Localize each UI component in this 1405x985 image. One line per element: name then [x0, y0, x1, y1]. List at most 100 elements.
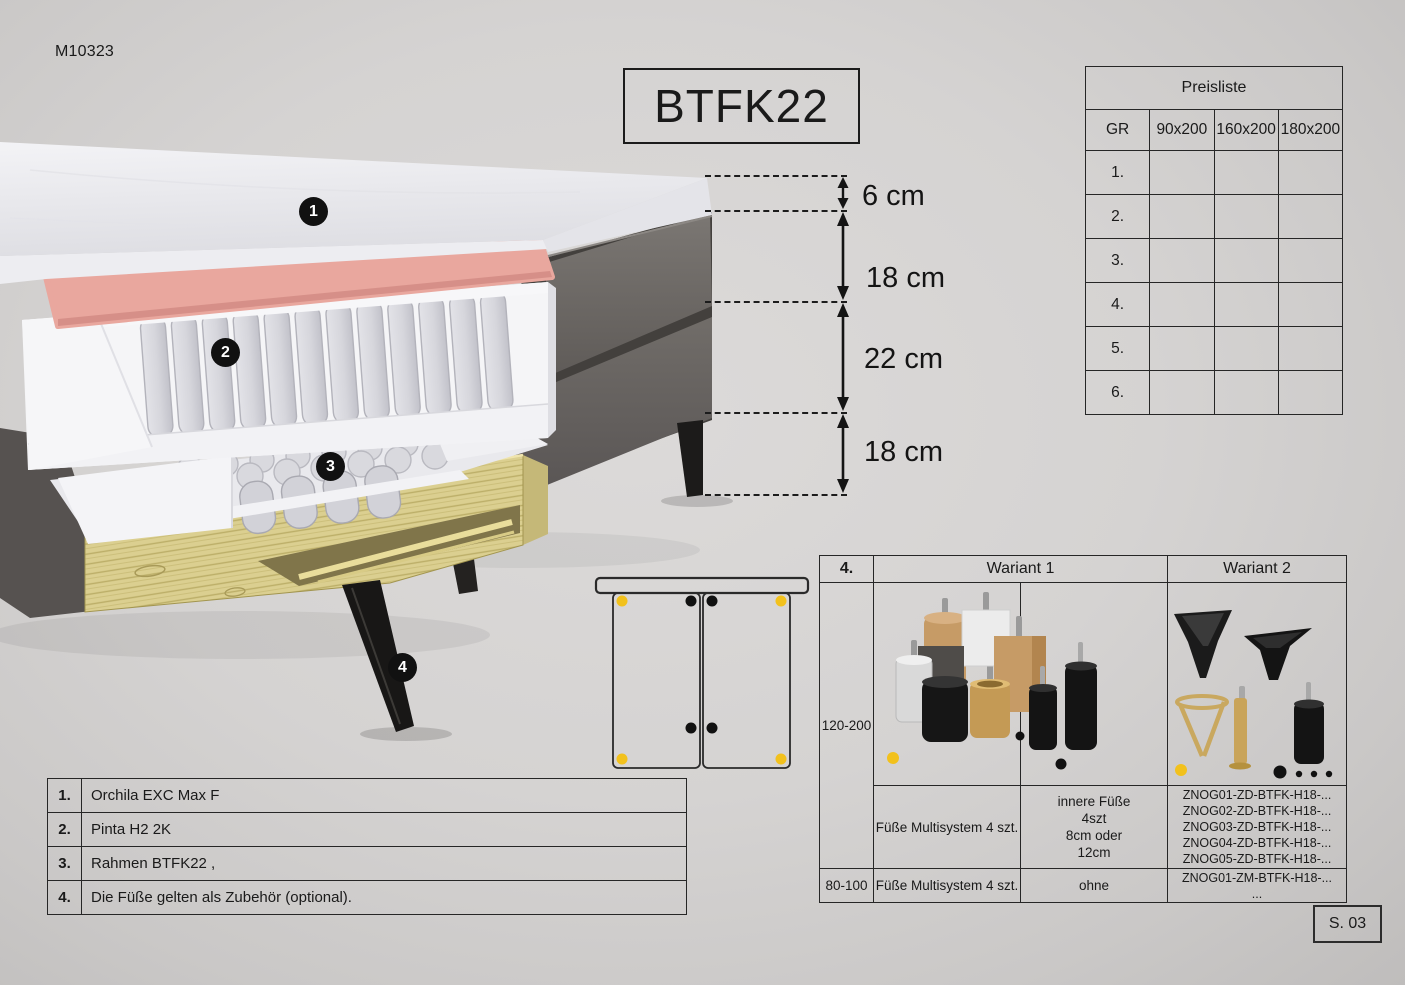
- legend-row: 1. Orchila EXC Max F: [47, 778, 687, 813]
- more-options-dots-icon: [1273, 765, 1333, 779]
- callout-2: 2: [211, 338, 240, 367]
- inner-feet-line: innere Füße: [1057, 794, 1131, 809]
- variants-header-1: Wariant 1: [873, 555, 1168, 583]
- product-code: ZNOG01-ZD-BTFK-H18-...: [1182, 788, 1332, 802]
- product-title-box: BTFK22: [623, 68, 860, 144]
- legend-text: Orchila EXC Max F: [81, 778, 687, 813]
- dimension-arrow-icon: [837, 414, 849, 493]
- price-cell: [1277, 238, 1344, 283]
- price-col-180x200: 180x200: [1277, 109, 1344, 151]
- black-cylinder-legs-image: [1029, 642, 1097, 770]
- price-col-90x200: 90x200: [1149, 109, 1215, 151]
- price-row: 5.: [1084, 326, 1344, 371]
- product-codes-zd-cell: ZNOG01-ZD-BTFK-H18-... ZNOG02-ZD-BTFK-H1…: [1167, 785, 1347, 869]
- legend-table: 1. Orchila EXC Max F 2. Pinta H2 2K 3. R…: [47, 778, 687, 915]
- product-code: ZNOG01-ZM-BTFK-H18-...: [1181, 870, 1332, 885]
- multisystem-feet-label: Füße Multisystem 4 szt.: [873, 785, 1021, 869]
- price-row-num: 3.: [1084, 238, 1151, 283]
- price-row-num: 5.: [1084, 326, 1151, 371]
- price-row: 6.: [1084, 370, 1344, 415]
- price-cell: [1213, 282, 1279, 327]
- price-cell: [1277, 150, 1344, 195]
- inner-feet-line: 12cm: [1077, 845, 1111, 860]
- legend-num: 4.: [47, 880, 82, 915]
- legend-text: Die Füße gelten als Zubehör (optional).: [81, 880, 687, 915]
- price-cell: [1277, 282, 1344, 327]
- designer-legs-image: [1174, 610, 1333, 779]
- inner-feet-cell: innere Füße 4szt 8cm oder 12cm: [1020, 785, 1168, 869]
- wariant1-wood-legs-cell: [873, 582, 1055, 786]
- price-cell: [1213, 326, 1279, 371]
- price-row: 1.: [1084, 150, 1344, 195]
- legend-num: 3.: [47, 846, 82, 881]
- dimension-arrow-icon: [837, 303, 849, 411]
- price-row: 4.: [1084, 282, 1344, 327]
- ohne-cell: ohne: [1020, 868, 1168, 903]
- price-cell: [1277, 194, 1344, 239]
- price-cell: [1149, 282, 1215, 327]
- price-cell: [1213, 238, 1279, 283]
- price-cell: [1149, 326, 1215, 371]
- price-cell: [1213, 194, 1279, 239]
- wariant1-cylinder-legs-cell: [1020, 582, 1168, 786]
- mattress-topper: [0, 142, 713, 284]
- product-code: ZNOG02-ZD-BTFK-H18-...: [1182, 804, 1332, 818]
- variants-range-80-100: 80-100: [819, 868, 874, 903]
- dimension-arrow-icon: [837, 177, 849, 209]
- dimension-line: [705, 301, 847, 303]
- legend-num: 2.: [47, 812, 82, 847]
- multisystem-feet-label: Füße Multisystem 4 szt.: [873, 868, 1021, 903]
- product-title: BTFK22: [654, 80, 829, 132]
- callout-4: 4: [388, 653, 417, 682]
- page-number: S. 03: [1328, 915, 1367, 932]
- legend-row: 3. Rahmen BTFK22 ,: [47, 846, 687, 881]
- price-cell: [1277, 326, 1344, 371]
- option-dot-icon: [1055, 758, 1067, 770]
- legend-row: 4. Die Füße gelten als Zubehör (optional…: [47, 880, 687, 915]
- price-cell: [1149, 150, 1215, 195]
- price-cell: [1149, 370, 1215, 415]
- price-cell: [1149, 238, 1215, 283]
- bed-cutaway-illustration: [0, 142, 733, 741]
- frame-left-panel: [612, 592, 701, 769]
- pocket-spring-mattress: [22, 282, 556, 470]
- inner-feet-line: 8cm oder: [1065, 828, 1123, 843]
- dimension-label-topper: 6 cm: [862, 180, 925, 212]
- page-number-box: S. 03: [1313, 905, 1382, 943]
- model-code: M10323: [55, 43, 115, 60]
- price-list-table: Preisliste GR 90x200 160x200 180x200 1. …: [1084, 66, 1344, 415]
- dimension-arrow-icon: [837, 212, 849, 300]
- price-cell: [1213, 370, 1279, 415]
- callout-1: 1: [299, 197, 328, 226]
- product-codes-zm-cell: ZNOG01-ZM-BTFK-H18-... ...: [1167, 868, 1347, 903]
- price-row-num: 6.: [1084, 370, 1151, 415]
- dimension-label-base: 22 cm: [864, 343, 943, 375]
- callout-2-number: 2: [221, 343, 230, 361]
- legend-row: 2. Pinta H2 2K: [47, 812, 687, 847]
- variants-header-2: Wariant 2: [1167, 555, 1347, 583]
- legend-text: Pinta H2 2K: [81, 812, 687, 847]
- legend-text: Rahmen BTFK22 ,: [81, 846, 687, 881]
- bed-leg-front: [342, 580, 414, 732]
- dimension-label-legs: 18 cm: [864, 436, 943, 468]
- price-col-160x200: 160x200: [1213, 109, 1279, 151]
- dimension-line: [705, 412, 847, 414]
- price-list-title: Preisliste: [1085, 66, 1343, 110]
- callout-1-number: 1: [309, 202, 318, 220]
- inner-leg-markers: [685, 595, 718, 734]
- callout-3: 3: [316, 452, 345, 481]
- variants-range-120-200: 120-200: [819, 582, 874, 869]
- outer-leg-markers: [616, 595, 787, 765]
- dimension-line: [705, 175, 847, 177]
- product-code: ZNOG05-ZD-BTFK-H18-...: [1182, 852, 1332, 866]
- dimension-line: [705, 494, 847, 496]
- dimension-line: [705, 210, 847, 212]
- dimension-label-mattress: 18 cm: [866, 262, 945, 294]
- price-row: 3.: [1084, 238, 1344, 283]
- price-row-num: 4.: [1084, 282, 1151, 327]
- price-row-num: 2.: [1084, 194, 1151, 239]
- callout-4-number: 4: [398, 658, 407, 676]
- product-code: ZNOG03-ZD-BTFK-H18-...: [1182, 820, 1332, 834]
- product-code: ...: [1251, 886, 1263, 901]
